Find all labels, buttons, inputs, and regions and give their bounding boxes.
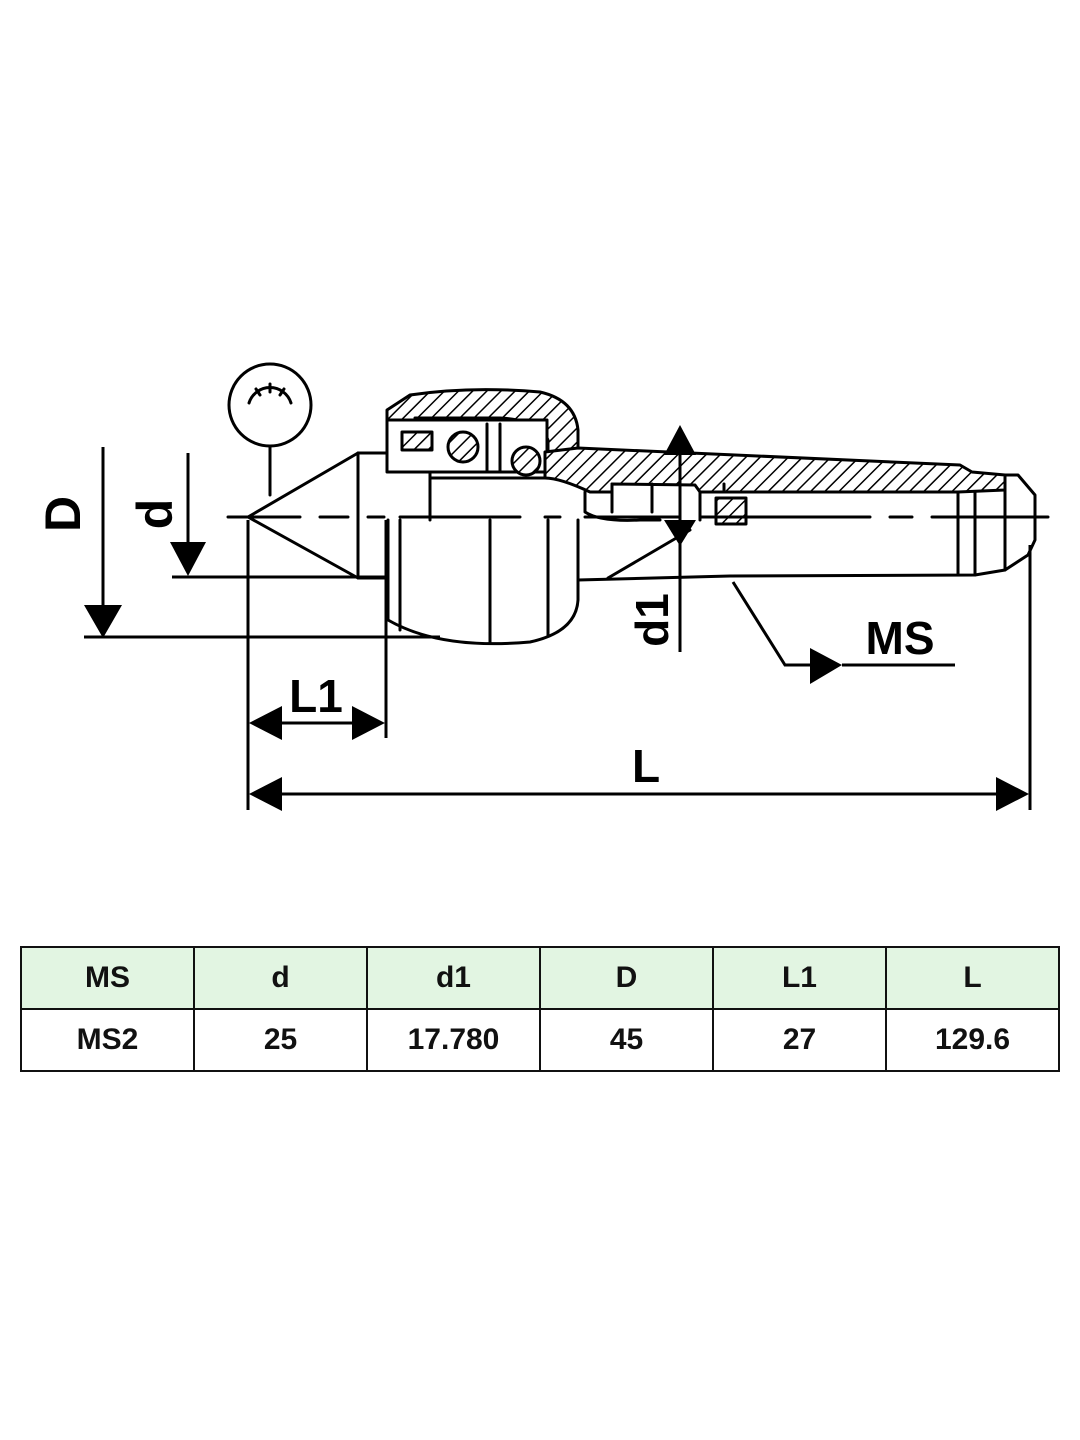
label-L: L [632, 740, 660, 792]
retaining-key [714, 496, 748, 526]
l-arrow-right [996, 777, 1029, 811]
label-D: D [35, 496, 91, 532]
l1-arrow-right [352, 706, 385, 740]
l-arrow-left [249, 777, 282, 811]
d1-arrow-up [664, 425, 696, 455]
label-MS: MS [866, 612, 935, 664]
cell-d1: 17.780 [366, 1008, 541, 1072]
header-D: D [539, 946, 714, 1010]
head-body [386, 451, 580, 646]
cell-D: 45 [539, 1008, 714, 1072]
d-small-arrow-down [170, 542, 206, 576]
cell-L: 129.6 [885, 1008, 1060, 1072]
table-header-row: MS d d1 D L1 L [20, 946, 1060, 1010]
taper-shank-outline [576, 473, 1037, 582]
morse-taper-body [543, 446, 1007, 494]
header-d1: d1 [366, 946, 541, 1010]
ms-arrow-right [810, 648, 842, 684]
header-L1: L1 [712, 946, 887, 1010]
header-L: L [885, 946, 1060, 1010]
table-row: MS2 25 17.780 45 27 129.6 [20, 1008, 1060, 1072]
d-arrow-down [84, 605, 122, 638]
d1-arrow-down [664, 520, 696, 546]
label-d: d [127, 499, 183, 530]
bearing-cage [400, 430, 434, 452]
l1-arrow-left [249, 706, 282, 740]
dial-gauge-icon [227, 362, 313, 497]
header-d: d [193, 946, 368, 1010]
header-ms: MS [20, 946, 195, 1010]
dimension-lines [84, 447, 1032, 810]
live-center-technical-drawing: D d d1 MS L1 L [35, 362, 1050, 811]
cell-d: 25 [193, 1008, 368, 1072]
cell-L1: 27 [712, 1008, 887, 1072]
bearing-ball-1 [446, 430, 480, 464]
cell-ms: MS2 [20, 1008, 195, 1072]
arrowheads [84, 425, 1029, 811]
label-L1: L1 [289, 670, 343, 722]
label-d1: d1 [626, 593, 678, 647]
specification-table: MS d d1 D L1 L MS2 25 17.780 45 27 129.6 [20, 946, 1060, 1072]
bearing-ball-2 [510, 445, 542, 477]
